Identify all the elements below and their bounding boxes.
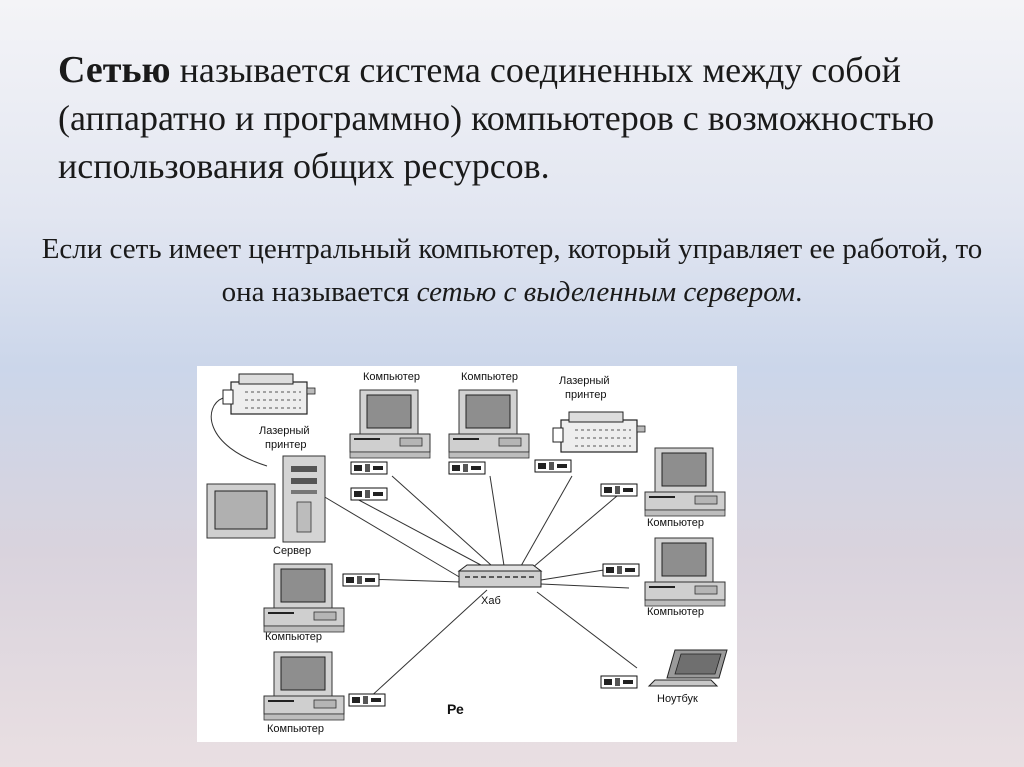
- label-laser-printer-left-1: Лазерный: [259, 425, 310, 437]
- laser-printer-right-icon: [552, 411, 646, 453]
- laptop-icon: [647, 649, 728, 687]
- network-card-right-mid-icon: [602, 563, 640, 577]
- computer-left-bottom-icon: [263, 651, 345, 721]
- network-card-top-1-icon: [350, 461, 388, 475]
- definition-term: Сетью: [58, 49, 171, 91]
- network-card-left-bottom-icon: [348, 693, 386, 707]
- note-text: Если сеть имеет центральный компьютер, к…: [41, 233, 983, 308]
- hub-icon: [457, 564, 543, 588]
- definition-text: называется система соединенных между соб…: [58, 50, 935, 186]
- label-laser-printer-left-2: принтер: [265, 439, 306, 451]
- label-hub: Хаб: [481, 595, 501, 607]
- label-computer-right-top: Компьютер: [647, 517, 704, 529]
- label-laser-printer-right-1: Лазерный: [559, 375, 610, 387]
- network-card-top-2-icon: [448, 461, 486, 475]
- label-computer-top-1: Компьютер: [363, 371, 420, 383]
- dedicated-server-note: Если сеть имеет центральный компьютер, к…: [20, 228, 1004, 314]
- definition-paragraph: Сетью называется система соединенных меж…: [58, 46, 958, 190]
- computer-left-mid-icon: [263, 563, 345, 633]
- network-diagram: Лазерный принтер Компьютер Компьютер Лаз…: [197, 366, 737, 742]
- label-laser-printer-right-2: принтер: [565, 389, 606, 401]
- server-icon: [206, 455, 326, 543]
- label-computer-left-mid: Компьютер: [265, 631, 322, 643]
- note-end: .: [795, 276, 803, 308]
- label-computer-left-bottom: Компьютер: [267, 723, 324, 735]
- label-laptop: Ноутбук: [657, 693, 698, 705]
- computer-right-mid-icon: [644, 537, 726, 607]
- network-card-left-mid-icon: [342, 573, 380, 587]
- network-card-printer-icon: [534, 459, 572, 473]
- network-cables: [210, 397, 638, 701]
- network-card-right-top-icon: [600, 483, 638, 497]
- computer-right-top-icon: [644, 447, 726, 517]
- computer-top-1-icon: [349, 389, 431, 459]
- caption-fragment: Ре: [447, 701, 464, 717]
- label-computer-top-2: Компьютер: [461, 371, 518, 383]
- laser-printer-left-icon: [222, 373, 316, 415]
- network-card-top-1b-icon: [350, 487, 388, 501]
- network-card-laptop-icon: [600, 675, 638, 689]
- label-computer-right-mid: Компьютер: [647, 606, 704, 618]
- note-emphasis: сетью с выделенным сервером: [416, 276, 796, 308]
- computer-top-2-icon: [448, 389, 530, 459]
- label-server: Сервер: [273, 545, 311, 557]
